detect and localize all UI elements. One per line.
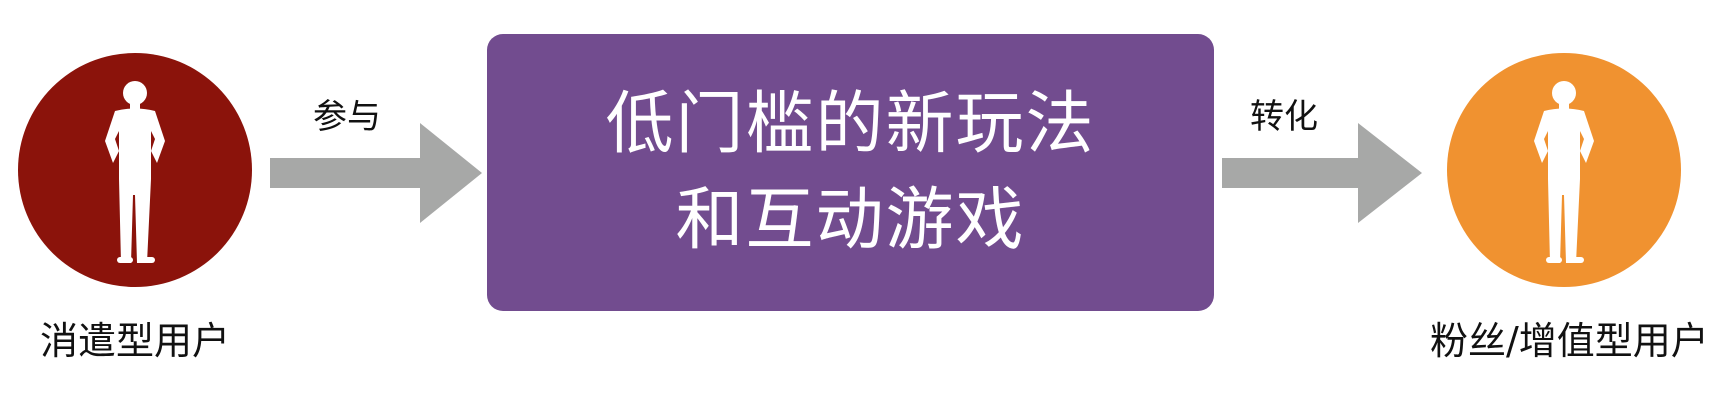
center-box-line-1: 低门槛的新玩法 [605, 84, 1096, 164]
participate-label: 参与 [313, 97, 381, 137]
fan-user-circle [1447, 53, 1681, 287]
person-standing-icon [1524, 77, 1604, 263]
fan-user-label: 粉丝/增值型用户 [1430, 319, 1709, 363]
person-standing-icon [95, 77, 175, 263]
participate-arrow [270, 123, 482, 227]
conversion-arrow [1222, 123, 1422, 227]
low-barrier-gameplay-box: 低门槛的新玩法 和互动游戏 [487, 34, 1214, 311]
center-box-line-2: 和互动游戏 [675, 180, 1026, 260]
casual-user-label: 消遣型用户 [40, 319, 231, 363]
casual-user-circle [18, 53, 252, 287]
conversion-label: 转化 [1250, 97, 1318, 137]
